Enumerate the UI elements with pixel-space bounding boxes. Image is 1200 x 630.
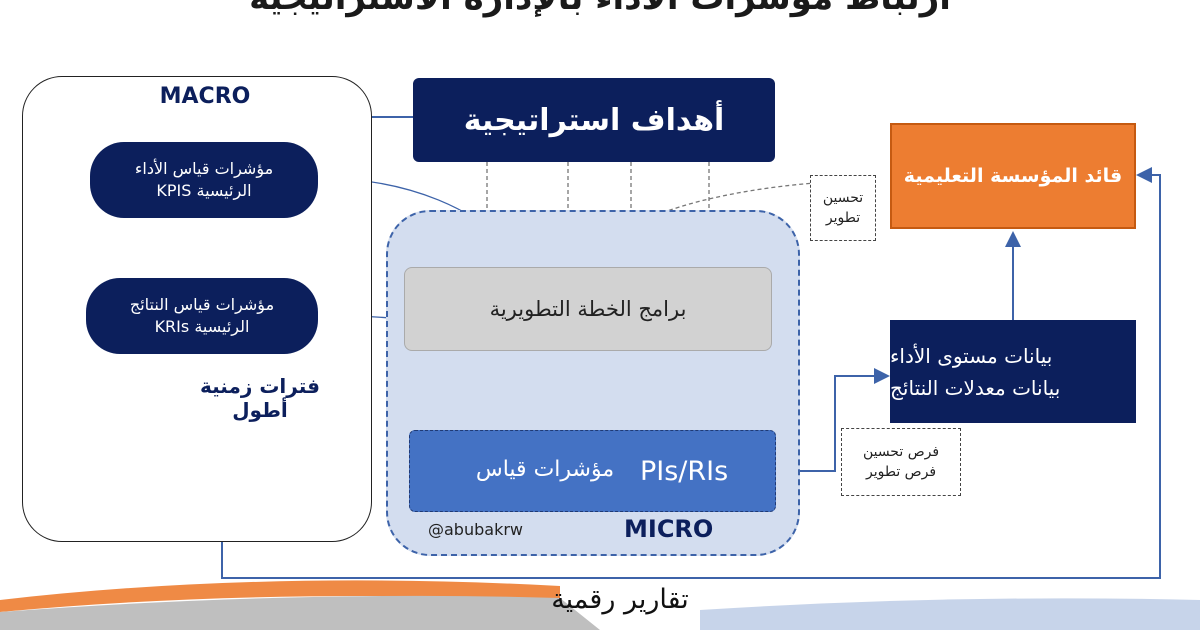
micro-label: MICRO bbox=[624, 515, 714, 543]
performance-data-box: بيانات مستوى الأداء بيانات معدلات النتائ… bbox=[890, 320, 1136, 423]
kris-line-2: الرئيسية KRIs bbox=[154, 317, 250, 336]
data-line-1: بيانات مستوى الأداء bbox=[890, 343, 1053, 368]
strategic-goals-box: أهداف استراتيجية bbox=[413, 78, 775, 162]
kpis-pill: مؤشرات قياس الأداء الرئيسية KPIS bbox=[90, 142, 318, 218]
pis-ris-label: PIs/RIs bbox=[640, 456, 729, 487]
improve-develop-note: تحسين تطوير bbox=[810, 175, 876, 241]
opportunities-line-1: فرص تحسين bbox=[862, 444, 940, 460]
opportunities-line-2: فرص تطوير bbox=[865, 464, 937, 480]
pis-ris-box bbox=[409, 430, 776, 512]
page-title: ارتباط مؤشرات الأداء بالإدارة الاستراتيج… bbox=[0, 0, 1200, 18]
author-handle: @abubakrw bbox=[428, 520, 523, 539]
digital-reports-label: تقارير رقمية bbox=[551, 584, 689, 615]
institution-leader-box: قائد المؤسسة التعليمية bbox=[890, 123, 1136, 229]
kris-line-1: مؤشرات قياس النتائج bbox=[129, 295, 275, 314]
measures-label: مؤشرات قياس bbox=[475, 457, 615, 482]
improve-note-line-2: تطوير bbox=[825, 210, 861, 226]
leader-plan-arrow bbox=[589, 180, 846, 267]
bottom-stripe-blue bbox=[700, 598, 1200, 630]
bottom-report-loop bbox=[221, 167, 1161, 579]
longer-periods-label: فترات زمنية أطول bbox=[200, 374, 320, 422]
data-line-2: بيانات معدلات النتائج bbox=[890, 375, 1061, 400]
kpis-line-2: الرئيسية KPIS bbox=[156, 181, 252, 200]
macro-label: MACRO bbox=[159, 84, 251, 109]
bottom-stripe-orange bbox=[0, 580, 560, 612]
opportunities-note: فرص تحسين فرص تطوير bbox=[841, 428, 961, 496]
kris-pill: مؤشرات قياس النتائج الرئيسية KRIs bbox=[86, 278, 318, 354]
bottom-stripe-gray bbox=[0, 595, 600, 630]
pis-to-data-connector bbox=[776, 368, 890, 472]
improve-note-line-1: تحسين bbox=[822, 190, 864, 206]
kpis-line-1: مؤشرات قياس الأداء bbox=[134, 159, 274, 178]
development-programs-box: برامج الخطة التطويرية bbox=[404, 267, 772, 351]
